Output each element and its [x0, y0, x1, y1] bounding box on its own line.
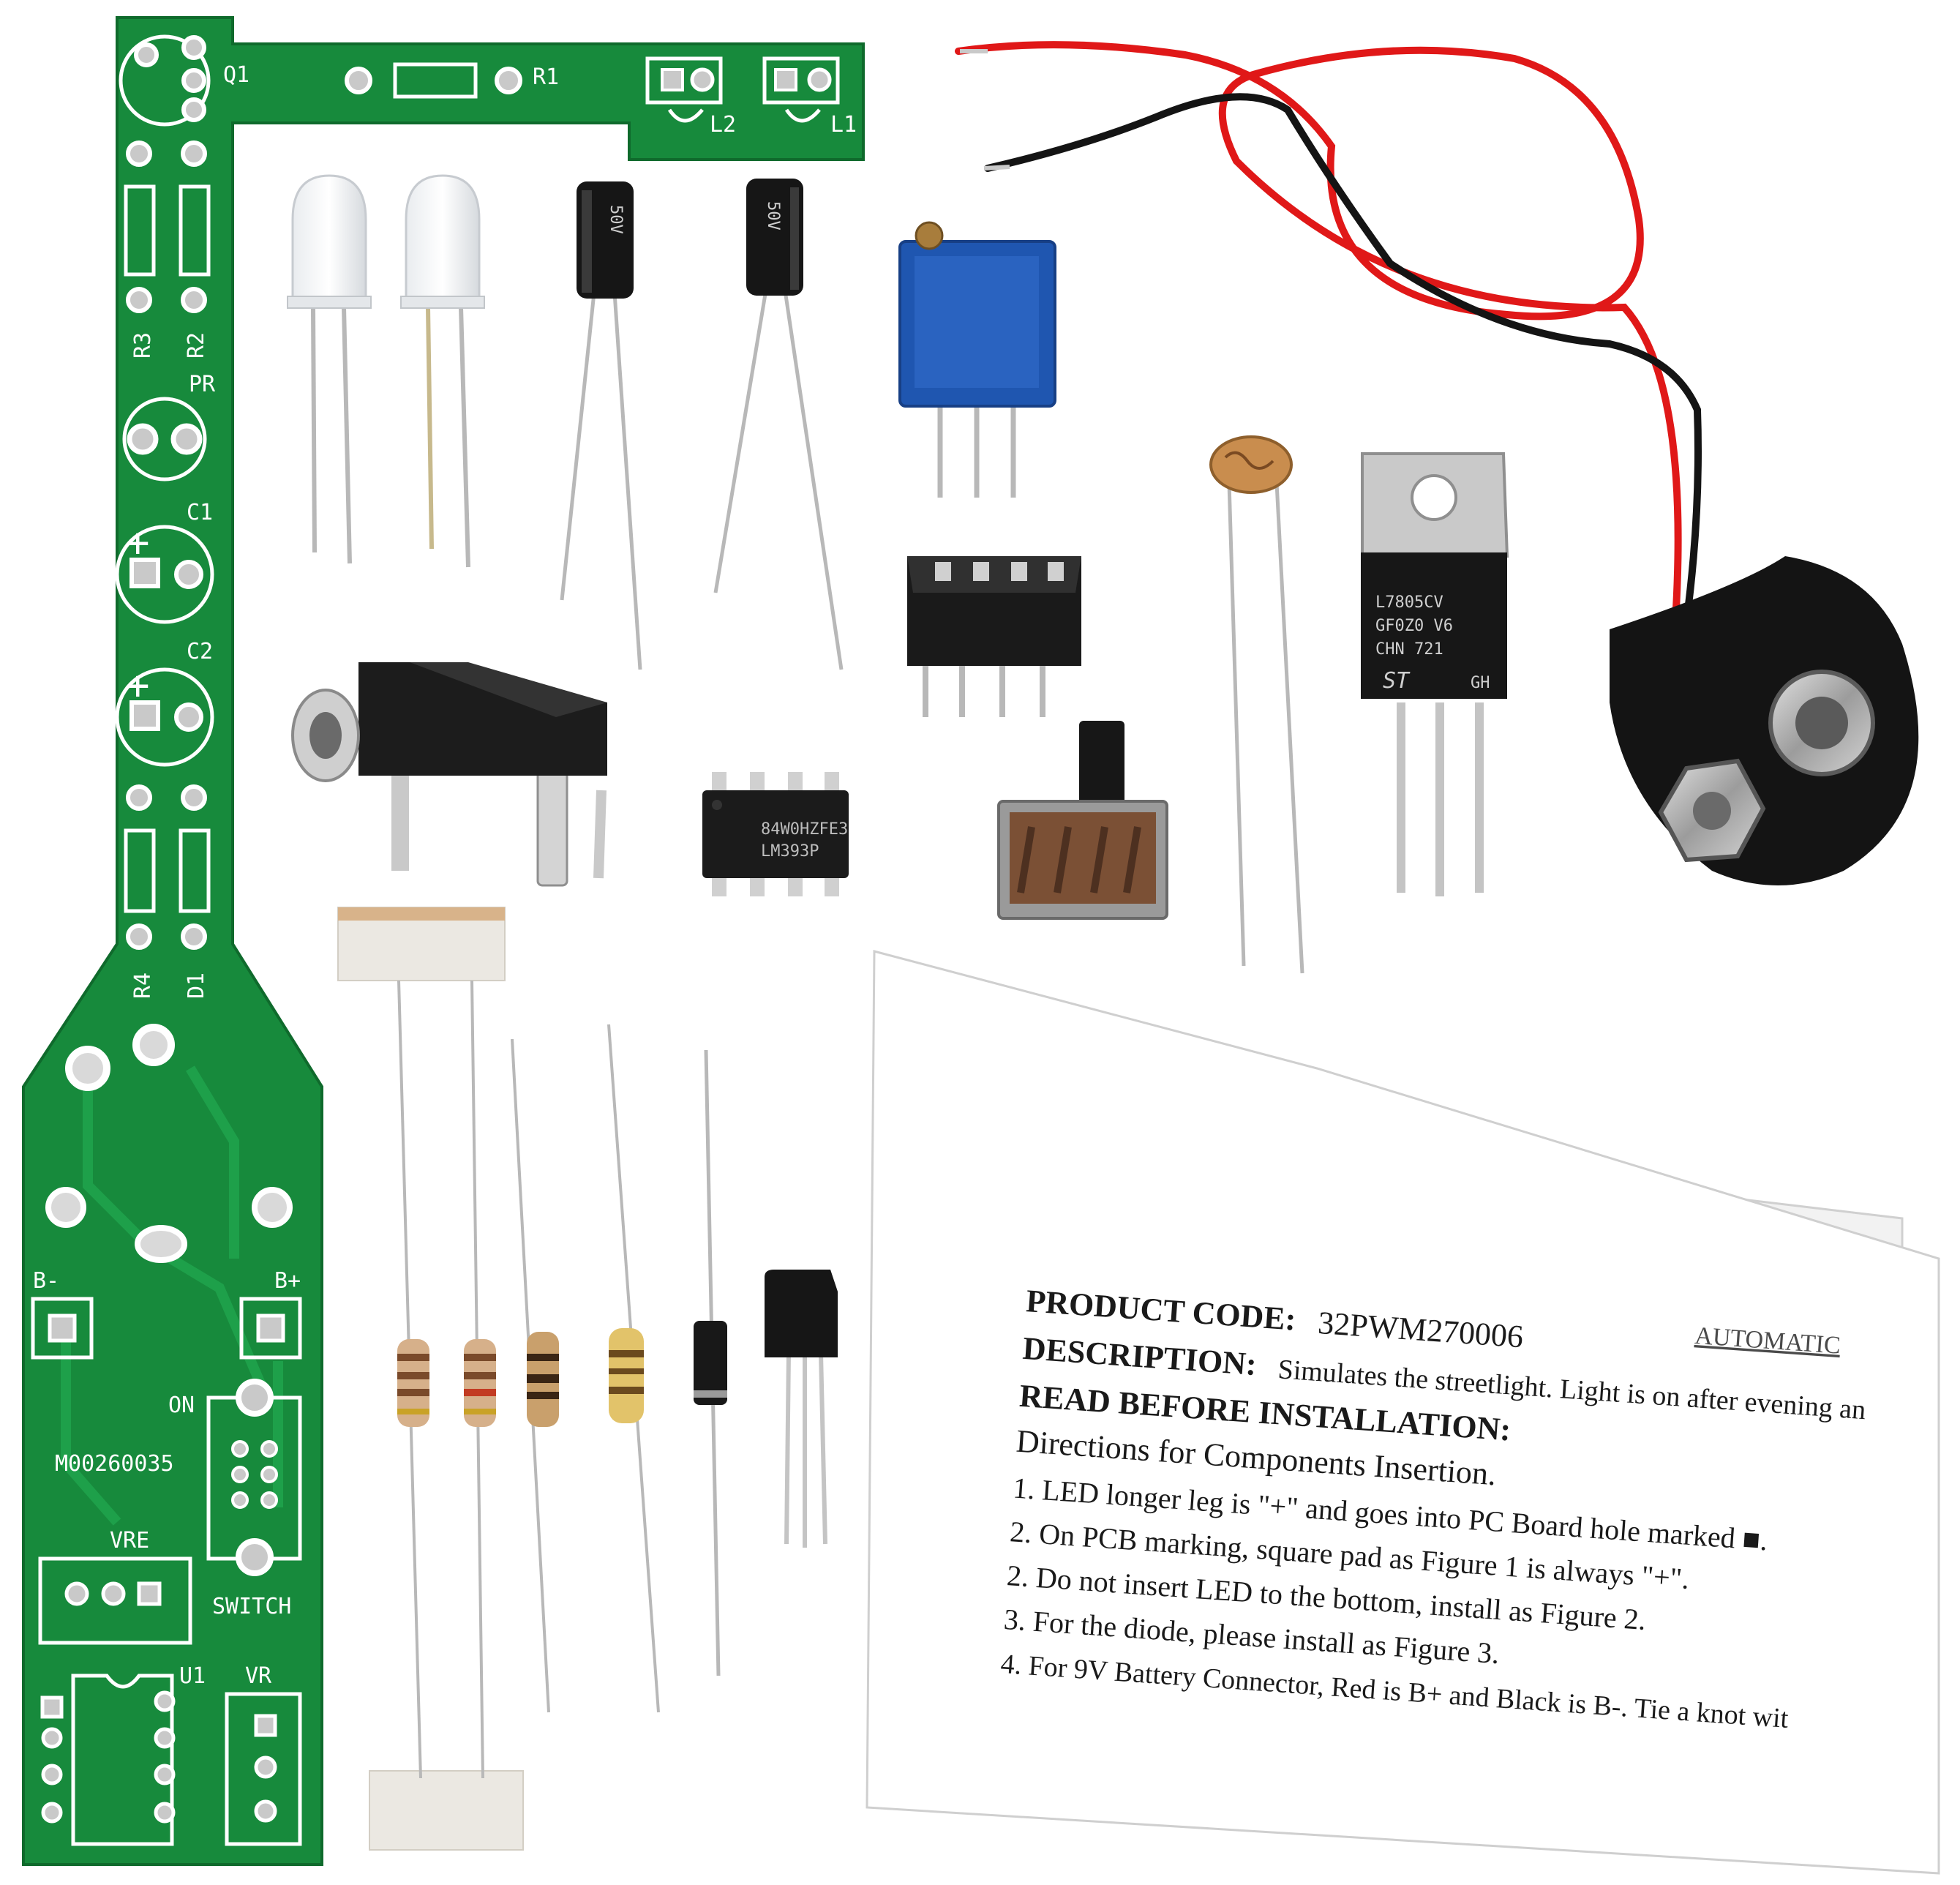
regulator-suffix: GH [1471, 674, 1490, 692]
pcb-label-code: M00260035 [55, 1451, 174, 1477]
ic-text-2: LM393P [761, 842, 819, 861]
led-2 [400, 174, 485, 568]
pcb-label-vre: VRE [110, 1528, 149, 1554]
resistor-4 [607, 1024, 660, 1713]
capacitor-1: 50V [560, 181, 642, 670]
pcb-label-c1: C1 [187, 500, 213, 525]
pcb-label-vr: VR [245, 1663, 272, 1689]
regulator-text-1: L7805CV [1375, 593, 1443, 612]
pcb-label-r1: R1 [533, 64, 559, 90]
pcb-label-l1: L1 [830, 112, 857, 138]
ic-text-1: 84W0HZFE3 [761, 820, 848, 839]
pcb-label-u1: U1 [179, 1663, 206, 1689]
pcb-label-c2: C2 [187, 639, 213, 664]
c2-plus-mark: + [126, 662, 150, 708]
regulator-text-3: CHN 721 [1375, 640, 1443, 659]
dc-power-jack [291, 662, 607, 887]
pcb-label-pr: PR [189, 372, 216, 397]
pcb-label-r3: R3 [130, 332, 156, 359]
resistor-pair-taped [337, 907, 524, 1851]
pcb-label-b-plus: B+ [274, 1268, 301, 1294]
c1-plus-mark: + [126, 520, 150, 566]
voltage-regulator: L7805CV GF0Z0 V6 CHN 721 ST GH [1361, 452, 1509, 896]
pcb-label-d1: D1 [184, 973, 209, 999]
regulator-brand: ST [1383, 668, 1411, 694]
diode [694, 1049, 727, 1676]
pcb-label-l2: L2 [710, 112, 736, 138]
instruction-sheet: AUTOMATIC PRODUCT CODE: 32PWM270006 DESC… [866, 950, 1940, 1875]
capacitor-1-label: 50V [607, 205, 625, 234]
pcb-board: Q1 R1 L2 L1 R3 R2 PR + [22, 16, 865, 1866]
pcb-label-r2: R2 [184, 332, 209, 359]
pcb-label-r4: R4 [130, 973, 156, 999]
pcb-label-switch: SWITCH [212, 1594, 291, 1619]
capacitor-2-label: 50V [764, 201, 782, 231]
pcb-label-on: ON [168, 1393, 195, 1418]
pcb-label-b-minus: B- [33, 1268, 59, 1294]
battery-clip [955, 41, 1919, 885]
capacitor-2: 50V [713, 179, 844, 670]
ic-socket [907, 556, 1081, 717]
photoresistor [1209, 435, 1304, 974]
q1-outline [119, 34, 211, 127]
ic-lm393: 84W0HZFE3 LM393P [702, 772, 849, 896]
slide-switch [997, 721, 1168, 920]
led-1 [287, 174, 372, 564]
pcb-label-q1: Q1 [223, 62, 249, 88]
transistor [765, 1270, 838, 1548]
trimmer-potentiometer [898, 221, 1056, 498]
regulator-text-2: GF0Z0 V6 [1375, 617, 1453, 635]
resistor-3 [511, 1038, 559, 1713]
